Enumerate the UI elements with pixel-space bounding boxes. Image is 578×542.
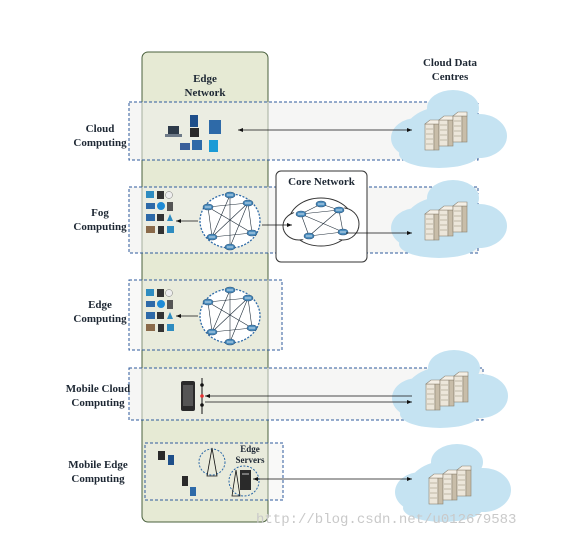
row-label-fog-computing: Fog Computing [52,206,148,234]
core-network-cloud [282,197,360,247]
row-label-line: Fog [91,207,109,219]
row-label-line: Computing [71,473,125,485]
edge-servers-label-line-2: Servers [235,455,265,465]
row-label-line: Computing [71,397,125,409]
mobile-edge-computing-frame [144,442,284,501]
cloud-data-centre-3 [392,350,508,428]
row-label-line: Edge [88,299,112,311]
cloud-user-devices [165,115,221,152]
row-label-line: Mobile Cloud [65,383,131,395]
row-label-line: Computing [73,221,127,233]
edge-server-icon [240,470,251,490]
row-label-line: Cloud [85,123,115,135]
mobile-edge-devices [158,451,196,496]
edge-network-label-line-2: Network [184,87,226,99]
edge-network-label-line-1: Edge [193,73,217,85]
row-label-cloud-computing: Cloud Computing [52,122,148,150]
cloud-data-centres-label: Cloud Data Centres [408,56,492,84]
edge-network-label: Edge Network [170,72,240,100]
core-network-label: Core Network [288,176,355,188]
edge-servers-label: Edge Servers [230,444,270,466]
cloud-data-centres-label-line-2: Centres [431,71,469,83]
row-label-mobile-cloud-computing: Mobile Cloud Computing [46,382,150,410]
cloud-data-centre-4 [395,444,511,522]
row-label-mobile-edge-computing: Mobile Edge Computing [46,458,150,486]
edge-servers-label-line-1: Edge [240,444,260,454]
cloud-data-centres-label-line-1: Cloud Data [422,57,478,69]
mobile-phone-icon [181,378,204,414]
row-label-line: Mobile Edge [68,459,128,471]
row-label-line: Computing [73,313,127,325]
watermark-text: http://blog.csdn.net/u012679583 [256,512,517,528]
row-label-line: Computing [73,137,127,149]
row-label-edge-computing: Edge Computing [52,298,148,326]
base-station-icon [198,447,260,497]
